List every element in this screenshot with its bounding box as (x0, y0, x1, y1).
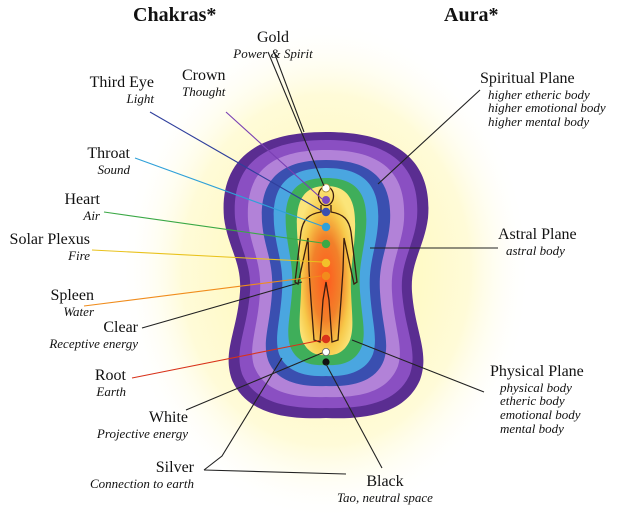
root-chakra-dot (321, 334, 331, 344)
chakra-dots (321, 183, 331, 366)
heart-sub: Air (83, 207, 100, 223)
black-chakra-dot (322, 358, 330, 366)
silver-sub: Connection to earth (90, 475, 194, 491)
clear-label: Clear Receptive energy (49, 319, 138, 351)
throat-label: Throat Sound (87, 145, 131, 177)
third-eye-name: Third Eye (89, 74, 154, 91)
physical-plane-label: Physical Plane physical body etheric bod… (490, 363, 584, 436)
clear-name: Clear (103, 319, 138, 336)
silver-line (203, 357, 283, 471)
physical-plane-name: Physical Plane (490, 363, 584, 380)
leader-lines (83, 51, 498, 475)
silver-label: Silver Connection to earth (90, 459, 194, 491)
astral-line-1: astral body (506, 242, 565, 258)
solar-line (91, 249, 323, 263)
heart-label: Heart Air (64, 191, 100, 223)
physical-line-3: emotional body (500, 407, 581, 423)
spleen-line (83, 275, 322, 307)
black-line (325, 363, 383, 469)
crown-name: Crown (182, 67, 226, 84)
spiritual-line (377, 89, 481, 185)
white-name: White (148, 409, 188, 426)
spleen-chakra-dot (321, 271, 331, 281)
root-name: Root (94, 367, 126, 384)
clear-sub: Receptive energy (49, 335, 138, 351)
spiritual-plane-name: Spiritual Plane (480, 70, 575, 87)
astral-plane-name: Astral Plane (498, 226, 577, 243)
spleen-label: Spleen Water (50, 287, 94, 319)
spiritual-line-3: higher mental body (488, 114, 590, 130)
spiritual-line-1: higher etheric body (488, 86, 590, 102)
physical-line (351, 339, 485, 393)
third-eye-line (149, 111, 323, 212)
root-sub: Earth (96, 383, 126, 399)
third-eye-chakra-dot (321, 207, 331, 217)
throat-sub: Sound (97, 161, 131, 177)
third-eye-sub: Light (126, 90, 154, 106)
gold-sub: Power & Spirit (233, 45, 313, 61)
spiritual-plane-label: Spiritual Plane higher etheric body high… (480, 70, 606, 130)
throat-chakra-dot (321, 222, 331, 232)
spiritual-line-2: higher emotional body (488, 100, 606, 116)
root-line (131, 339, 323, 379)
spleen-sub: Water (63, 303, 94, 319)
throat-line (134, 157, 323, 227)
solar-plexus-name: Solar Plexus (9, 231, 90, 248)
crown-chakra-dot (322, 196, 330, 204)
crown-line (225, 111, 323, 200)
silver-name: Silver (155, 459, 194, 476)
solar-chakra-dot (321, 258, 331, 268)
gold-line-2 (273, 51, 305, 133)
heart-name: Heart (64, 191, 100, 208)
heart-chakra-dot (321, 239, 331, 249)
solar-plexus-sub: Fire (68, 247, 90, 263)
white-label: White Projective energy (96, 409, 188, 441)
clear-line (141, 281, 303, 329)
gold-line-1 (267, 51, 325, 187)
spleen-name: Spleen (50, 287, 94, 304)
white-sub: Projective energy (96, 425, 188, 441)
white-line (185, 352, 323, 411)
crown-sub: Thought (182, 83, 226, 99)
black-name: Black (366, 473, 404, 490)
silver-line-2 (203, 469, 347, 475)
third-eye-label: Third Eye Light (89, 74, 154, 106)
physical-line-4: mental body (500, 420, 564, 436)
astral-plane-label: Astral Plane astral body (498, 226, 577, 258)
crown-label: Crown Thought (182, 67, 226, 99)
solar-plexus-label: Solar Plexus Fire (9, 231, 90, 263)
aura-header: Aura* (444, 4, 499, 26)
black-sub: Tao, neutral space (337, 489, 433, 505)
gold-name: Gold (257, 29, 289, 46)
gold-label: Gold Power & Spirit (218, 29, 328, 61)
physical-line-1: physical body (500, 379, 572, 395)
black-label: Black Tao, neutral space (320, 473, 450, 505)
heart-line (103, 211, 323, 244)
chakras-header: Chakras* (133, 4, 217, 26)
white-chakra-dot (321, 347, 330, 356)
throat-name: Throat (87, 145, 130, 162)
physical-line-2: etheric body (500, 393, 565, 409)
root-label: Root Earth (94, 367, 126, 399)
